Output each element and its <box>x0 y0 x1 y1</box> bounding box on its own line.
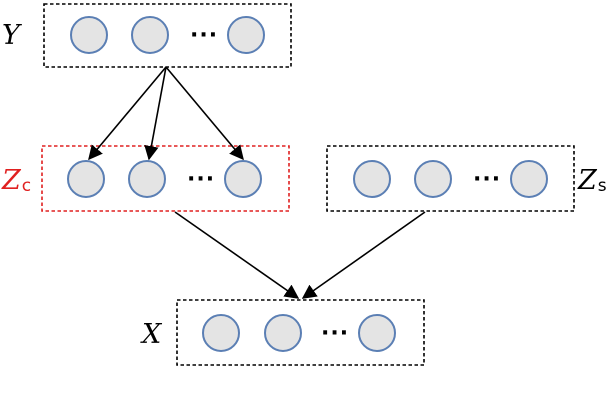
x-node-2 <box>264 314 302 352</box>
y-label: Y <box>2 20 22 51</box>
edges <box>88 66 426 299</box>
zs-node-1 <box>353 160 391 198</box>
y-node-1 <box>70 16 108 54</box>
zc-label: Zc <box>1 165 31 196</box>
zc-ellipsis: ··· <box>187 167 215 192</box>
x-node-1 <box>202 314 240 352</box>
x-ellipsis: ··· <box>321 321 349 346</box>
zc-node-1 <box>67 160 105 198</box>
zc-box <box>41 145 290 212</box>
x-group: ··· X <box>140 299 425 366</box>
y-ellipsis: ··· <box>190 23 218 48</box>
zs-label: Zs <box>577 165 607 196</box>
graphical-model-diagram: ··· Y ··· Zc ··· Zs ··· X <box>1 3 607 366</box>
edge-zs-to-x <box>301 211 426 299</box>
zs-group: ··· Zs <box>326 145 607 212</box>
zc-subscript: c <box>22 176 31 196</box>
x-box <box>176 299 425 366</box>
x-label: X <box>140 319 163 350</box>
zc-group: ··· Zc <box>1 145 290 212</box>
zs-node-2 <box>414 160 452 198</box>
edge-zc-to-x <box>174 211 300 299</box>
edge-y-to-zc-2 <box>144 66 167 161</box>
zc-node-3 <box>224 160 262 198</box>
y-group: ··· Y <box>2 3 292 68</box>
cropped-caption <box>0 388 612 402</box>
zs-subscript: s <box>598 176 607 196</box>
y-node-3 <box>227 16 265 54</box>
y-box <box>43 3 292 68</box>
zc-node-2 <box>128 160 166 198</box>
zs-box <box>326 145 575 212</box>
edge-y-to-zc-1 <box>88 66 167 161</box>
x-node-3 <box>358 314 396 352</box>
zs-node-3 <box>510 160 548 198</box>
edge-y-to-zc-3 <box>165 66 244 161</box>
caption-text <box>0 388 6 402</box>
y-node-2 <box>131 16 169 54</box>
zs-ellipsis: ··· <box>473 167 501 192</box>
